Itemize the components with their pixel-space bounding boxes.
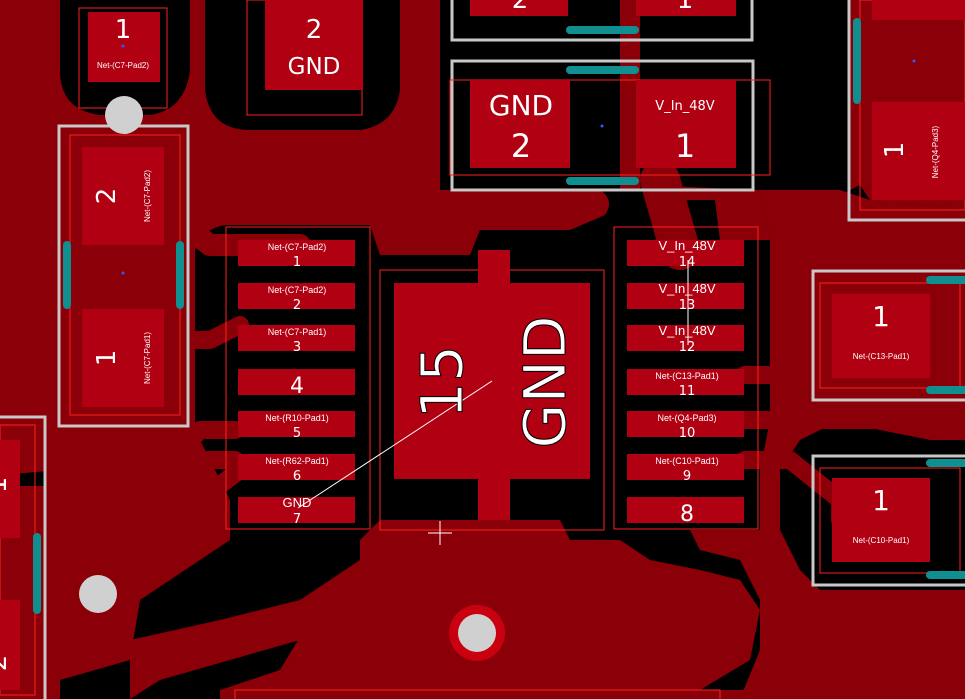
right-pin-number: 8 <box>680 502 694 527</box>
svg-text:Net-(C7-Pad2): Net-(C7-Pad2) <box>143 170 152 222</box>
right-pin-number: 13 <box>679 298 696 313</box>
via[interactable] <box>458 614 496 652</box>
right-pin-net-label: Net-(Q4-Pad3) <box>657 413 716 423</box>
svg-text:2: 2 <box>92 188 122 205</box>
pad-c10[interactable] <box>832 478 930 562</box>
ratsnest <box>297 260 689 545</box>
svg-text:GND: GND <box>489 89 553 122</box>
right-pin-net-label: Net-(C13-Pad1) <box>655 371 719 381</box>
right-pin-net-label: Net-(C10-Pad1) <box>655 456 719 466</box>
pad-gnd-top[interactable] <box>265 0 363 90</box>
svg-text:2: 2 <box>511 127 531 165</box>
pad-top-right[interactable] <box>636 0 736 16</box>
svg-text:GND: GND <box>288 54 341 80</box>
via[interactable] <box>79 575 117 613</box>
mask-segments <box>33 18 965 614</box>
right-pin-number: 12 <box>679 340 696 355</box>
pad-c7-2[interactable] <box>82 147 164 245</box>
right-pin-number: 14 <box>679 255 696 270</box>
right-pin-number: 10 <box>679 426 696 441</box>
left-pin-number: 3 <box>293 340 301 355</box>
svg-text:15: 15 <box>408 345 476 419</box>
left-pin-number: 7 <box>293 512 301 527</box>
left-pin-number: 5 <box>293 426 301 441</box>
pad-input-gnd[interactable] <box>470 80 570 168</box>
silk-text: 1 Net-(C7-Pad2) 2 GND 2 1 GND 2 V_In_48V… <box>0 0 940 671</box>
svg-text:1: 1 <box>880 142 910 159</box>
left-pin-net-label: Net-(C7-Pad1) <box>268 327 327 337</box>
via[interactable] <box>105 96 143 134</box>
left-pin-number: 6 <box>293 469 301 484</box>
svg-text:Net-(C10-Pad1): Net-(C10-Pad1) <box>853 536 910 545</box>
svg-text:2: 2 <box>306 15 323 45</box>
svg-text:Net-(Q4-Pad3): Net-(Q4-Pad3) <box>931 125 940 178</box>
left-pin-net-label: Net-(C7-Pad2) <box>268 242 327 252</box>
pad-top-mid[interactable] <box>470 0 568 16</box>
pad-input-vin[interactable] <box>636 80 736 168</box>
svg-text:2: 2 <box>512 0 529 15</box>
left-pin-net-label: GND <box>283 495 312 510</box>
anchors <box>121 44 916 275</box>
left-pin-net-label: Net-(R10-Pad1) <box>265 413 329 423</box>
pad-c7-1[interactable] <box>82 309 164 407</box>
left-pin-number: 4 <box>290 374 304 399</box>
ic-left-pin-labels: Net-(C7-Pad2)1Net-(C7-Pad2)2Net-(C7-Pad1… <box>265 242 329 527</box>
pad-q4[interactable] <box>872 102 965 200</box>
right-pin-net-label: V_In_48V <box>658 323 715 338</box>
svg-text:V_In_48V: V_In_48V <box>655 99 715 114</box>
left-pin-net-label: Net-(R62-Pad1) <box>265 456 329 466</box>
svg-text:2: 2 <box>0 655 13 672</box>
svg-text:1: 1 <box>115 15 132 45</box>
right-pin-net-label: V_In_48V <box>658 238 715 253</box>
svg-text:Net-(C7-Pad1): Net-(C7-Pad1) <box>143 332 152 384</box>
right-pin-number: 9 <box>683 469 691 484</box>
svg-text:Net-(C7-Pad2): Net-(C7-Pad2) <box>97 61 149 70</box>
vias[interactable] <box>79 96 505 661</box>
svg-text:GND: GND <box>511 316 579 449</box>
svg-text:1: 1 <box>872 300 890 333</box>
svg-text:Net-(C13-Pad1): Net-(C13-Pad1) <box>853 352 910 361</box>
left-pin-number: 1 <box>293 255 301 270</box>
right-pin-number: 11 <box>679 384 696 399</box>
left-pin-net-label: Net-(C7-Pad2) <box>268 285 327 295</box>
left-pin-number: 2 <box>293 298 301 313</box>
svg-text:1: 1 <box>675 127 695 165</box>
right-pin-net-label: V_In_48V <box>658 281 715 296</box>
svg-text:1: 1 <box>0 477 13 494</box>
svg-text:1: 1 <box>92 350 122 367</box>
svg-text:1: 1 <box>872 484 890 517</box>
ic-right-pin-labels: V_In_48V14V_In_48V13V_In_48V12Net-(C13-P… <box>655 238 719 527</box>
svg-text:1: 1 <box>677 0 694 15</box>
pad-c13[interactable] <box>832 294 930 378</box>
